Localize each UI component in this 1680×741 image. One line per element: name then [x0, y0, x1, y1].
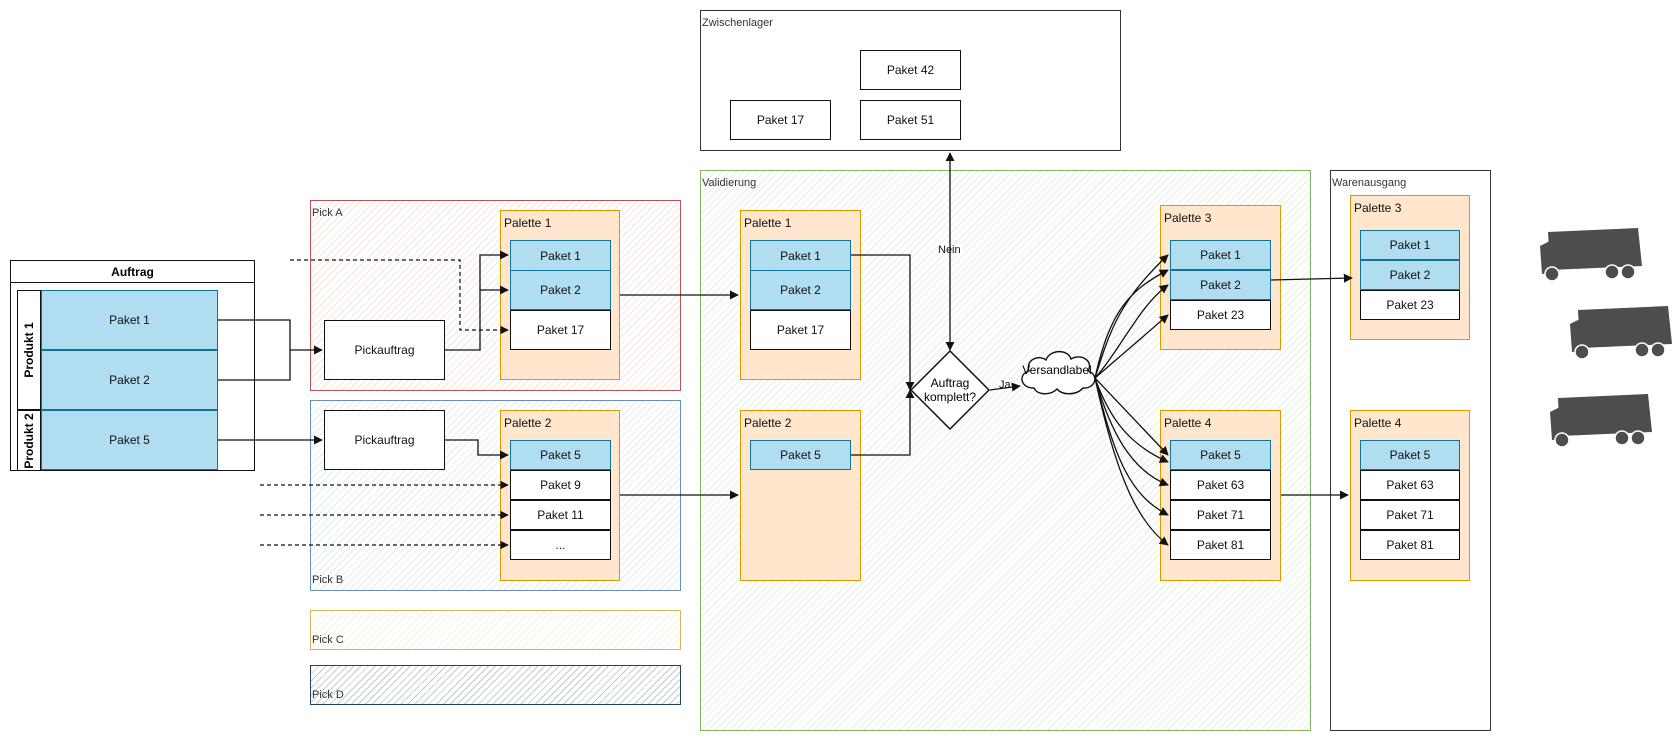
pick-a-paket-1: Paket 1	[510, 240, 611, 271]
pick-d-zone	[310, 665, 681, 705]
warenausgang-p3-paket-2: Paket 2	[1360, 260, 1460, 290]
pick-b-paket-9: Paket 9	[510, 470, 611, 500]
produkt-1-label: Produkt 1	[17, 290, 41, 410]
pickauftrag-b: Pickauftrag	[324, 410, 445, 470]
versandlabel-cloud: Versandlabel	[1012, 340, 1102, 400]
validierung-paket-1: Paket 1	[750, 240, 851, 271]
decision-text: Auftrag komplett?	[923, 376, 977, 404]
cloud-icon	[1021, 350, 1096, 395]
edge-label-nein: Nein	[937, 244, 962, 256]
validierung-palette-1-label: Palette 1	[744, 216, 792, 230]
validierung-palette-3-label: Palette 3	[1164, 211, 1212, 225]
truck-icon	[1570, 306, 1672, 360]
validierung-p4-paket-81: Paket 81	[1170, 530, 1271, 560]
truck-icon	[1550, 394, 1652, 448]
cloud-text: Versandlabel	[1022, 363, 1092, 377]
warenausgang-p3-paket-1: Paket 1	[1360, 230, 1460, 260]
validierung-palette-2: Palette 2	[740, 410, 861, 581]
pick-b-palette-2-label: Palette 2	[504, 416, 552, 430]
truck-icon-3	[1548, 388, 1658, 450]
produkt-2-label: Produkt 2	[17, 410, 41, 471]
validierung-p3-paket-2: Paket 2	[1170, 270, 1271, 300]
pick-a-palette-1-label: Palette 1	[504, 216, 552, 230]
truck-icon	[1540, 228, 1642, 282]
warenausgang-p4-paket-5: Paket 5	[1360, 440, 1460, 470]
zwischenlager-label: Zwischenlager	[702, 17, 773, 29]
validierung-label: Validierung	[702, 177, 757, 189]
produkt-2-text: Produkt 2	[22, 412, 36, 469]
truck-icon-1	[1538, 222, 1648, 284]
pick-a-paket-2: Paket 2	[510, 270, 611, 310]
validierung-paket-17: Paket 17	[750, 310, 851, 350]
pick-b-paket-5: Paket 5	[510, 440, 611, 470]
decision-diamond-shape	[909, 349, 991, 431]
warenausgang-palette-4-label: Palette 4	[1354, 416, 1402, 430]
pickauftrag-a: Pickauftrag	[324, 320, 445, 380]
auftrag-paket-5: Paket 5	[41, 410, 218, 470]
pick-b-paket-more: ...	[510, 530, 611, 560]
pick-a-paket-17: Paket 17	[510, 310, 611, 350]
decision-auftrag-komplett: Auftrag komplett?	[909, 349, 991, 431]
pick-d-label: Pick D	[312, 689, 344, 701]
zwischenlager-paket-42: Paket 42	[860, 50, 961, 90]
pick-b-label: Pick B	[312, 574, 344, 586]
pick-c-label: Pick C	[312, 634, 344, 646]
warenausgang-p4-paket-63: Paket 63	[1360, 470, 1460, 500]
zwischenlager-paket-17: Paket 17	[730, 100, 831, 140]
pick-b-paket-11: Paket 11	[510, 500, 611, 530]
pick-c-zone	[310, 610, 681, 650]
warenausgang-p3-paket-23: Paket 23	[1360, 290, 1460, 320]
validierung-p4-paket-5: Paket 5	[1170, 440, 1271, 470]
warenausgang-label: Warenausgang	[1332, 177, 1407, 189]
auftrag-paket-2: Paket 2	[41, 350, 218, 410]
auftrag-title: Auftrag	[11, 261, 254, 283]
validierung-palette-2-label: Palette 2	[744, 416, 792, 430]
truck-icon-2	[1568, 300, 1678, 362]
validierung-p4-paket-71: Paket 71	[1170, 500, 1271, 530]
zwischenlager-paket-51: Paket 51	[860, 100, 961, 140]
validierung-p4-paket-63: Paket 63	[1170, 470, 1271, 500]
warenausgang-palette-3-label: Palette 3	[1354, 201, 1402, 215]
validierung-palette-4-label: Palette 4	[1164, 416, 1212, 430]
warenausgang-p4-paket-71: Paket 71	[1360, 500, 1460, 530]
validierung-p3-paket-23: Paket 23	[1170, 300, 1271, 330]
produkt-1-text: Produkt 1	[22, 322, 36, 378]
validierung-paket-2: Paket 2	[750, 270, 851, 310]
validierung-paket-5: Paket 5	[750, 440, 851, 470]
warenausgang-p4-paket-81: Paket 81	[1360, 530, 1460, 560]
pick-a-label: Pick A	[312, 207, 343, 219]
validierung-p3-paket-1: Paket 1	[1170, 240, 1271, 270]
auftrag-paket-1: Paket 1	[41, 290, 218, 350]
edge-label-ja: Ja	[998, 379, 1012, 391]
